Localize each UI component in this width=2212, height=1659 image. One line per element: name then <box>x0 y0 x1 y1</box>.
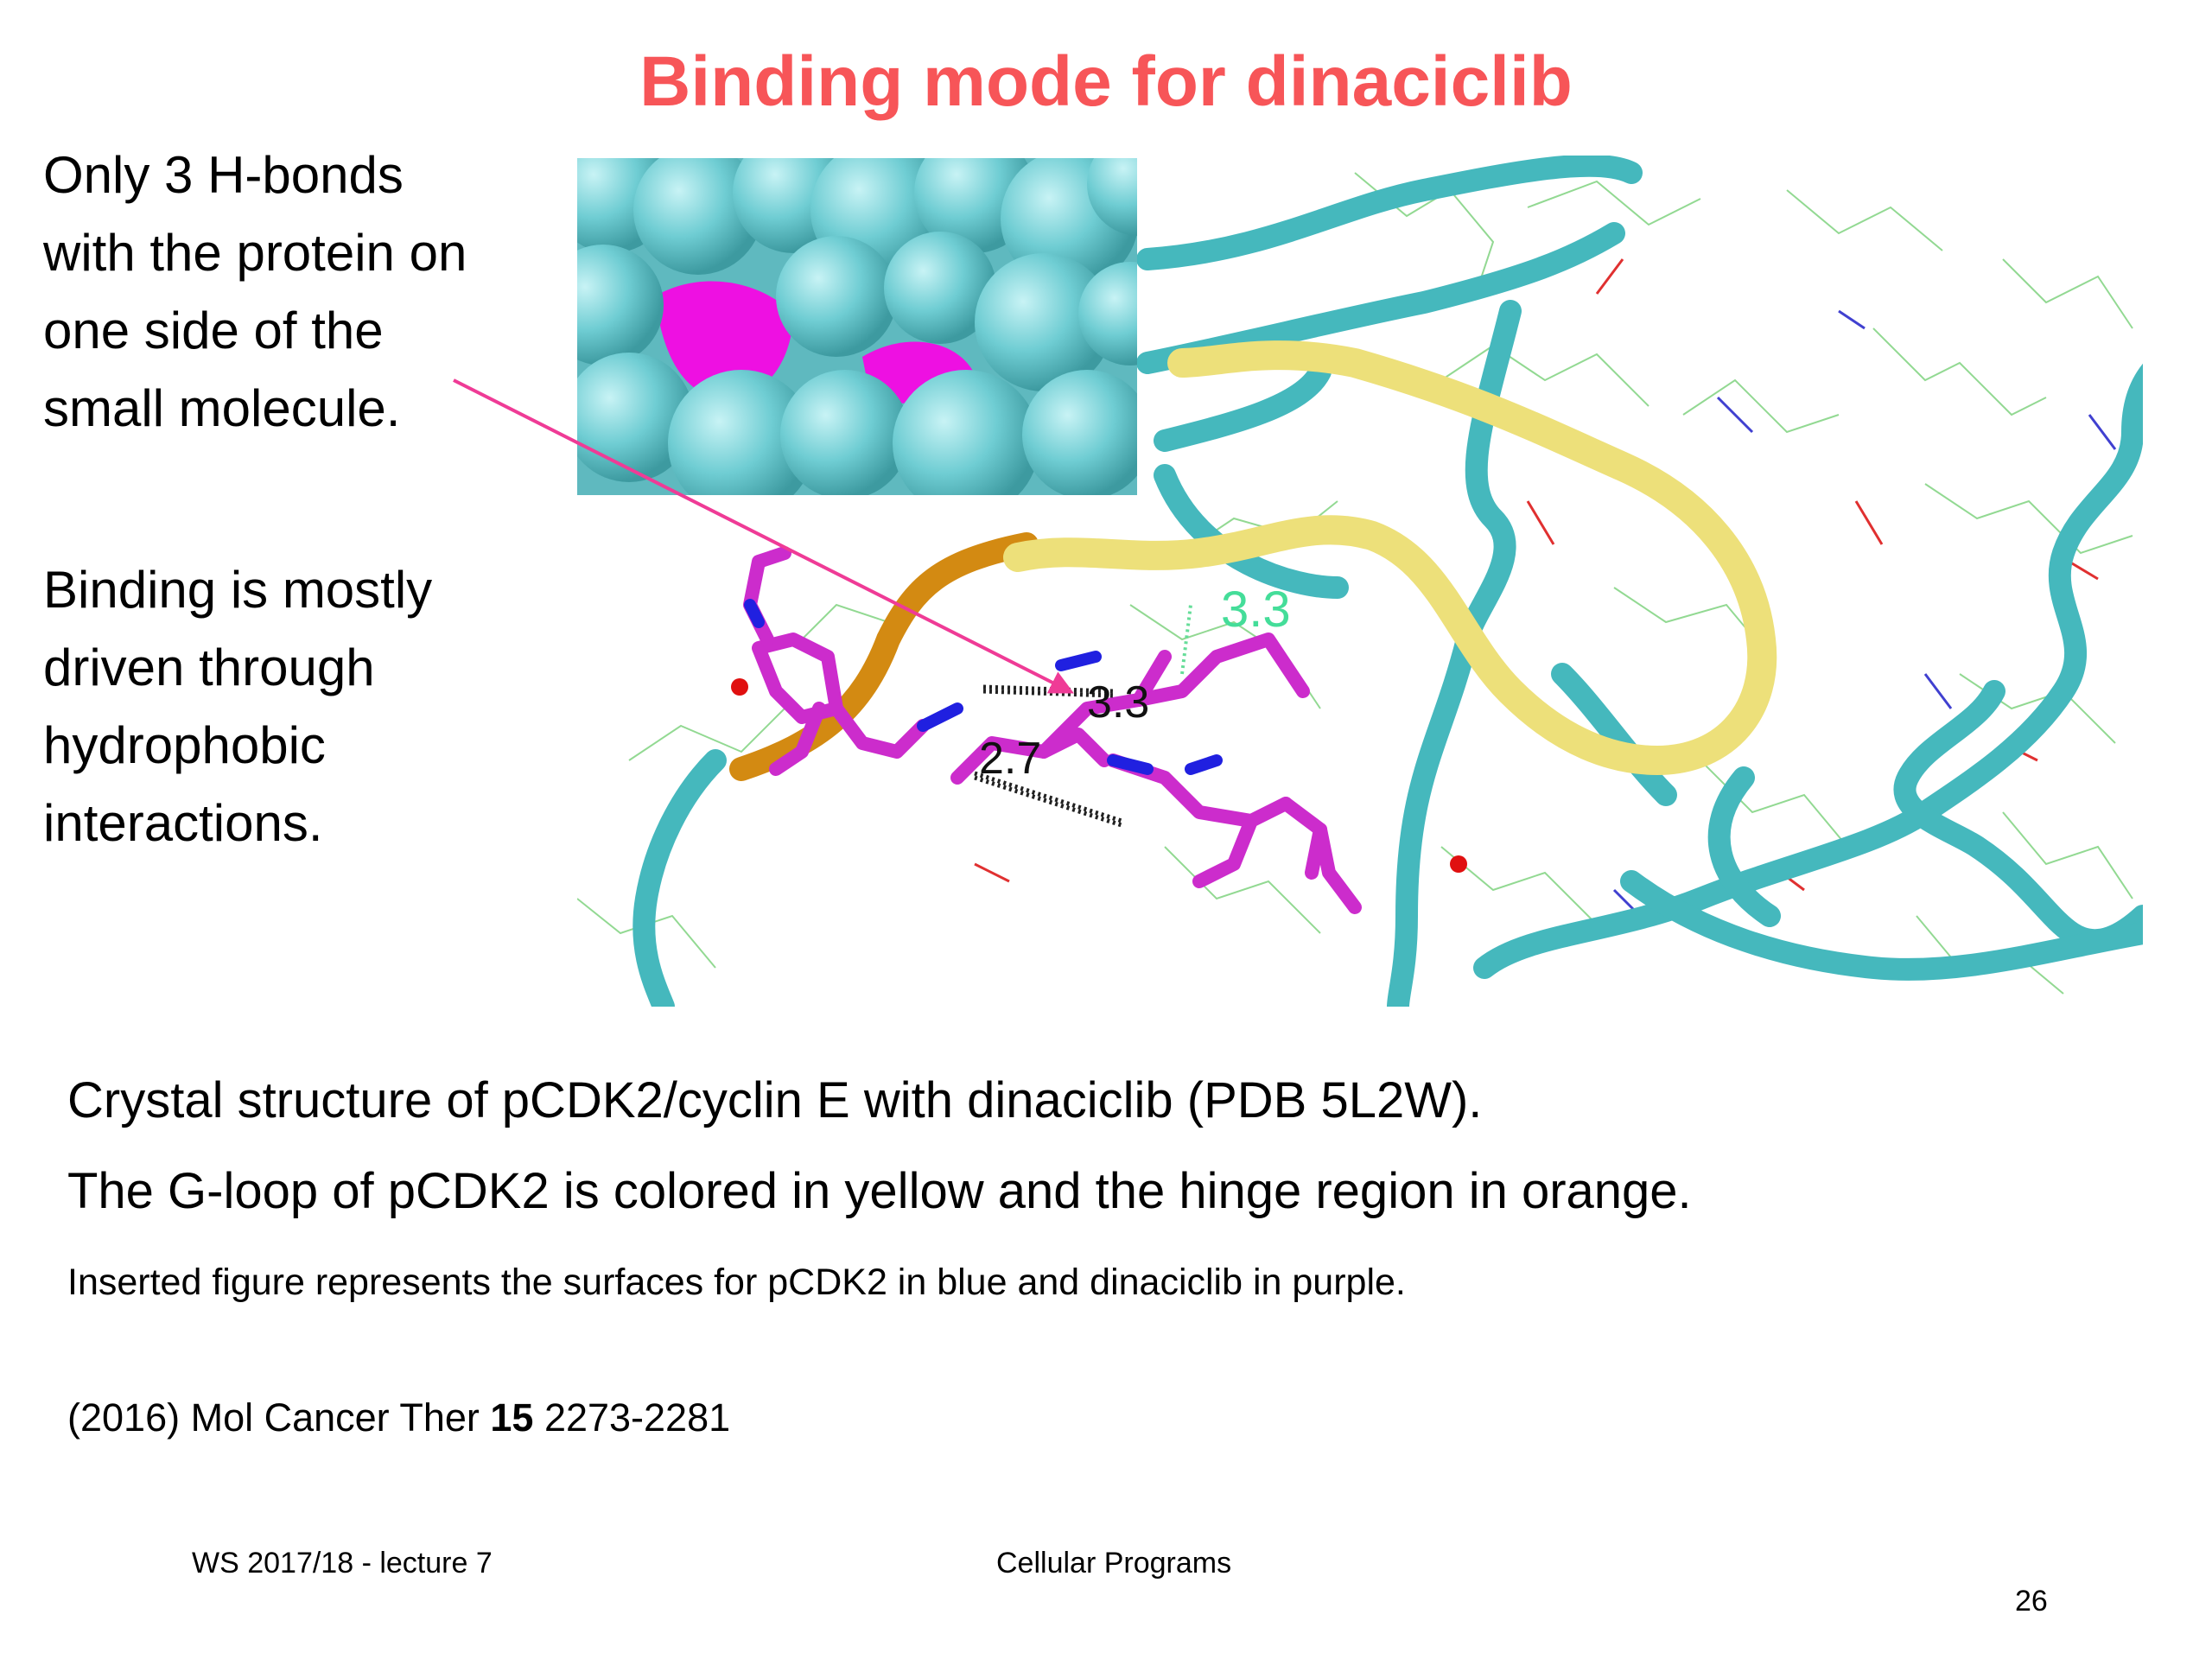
ligand-oxygen <box>731 678 748 696</box>
page-number: 26 <box>2015 1585 2048 1618</box>
surface-inset-image <box>577 158 1137 495</box>
crystal-structure-figure: 3.3 3.3 2.7 <box>577 156 2143 1007</box>
crystal-structure-image: 3.3 3.3 2.7 <box>577 156 2143 1007</box>
slide-title: Binding mode for dinaciclib <box>639 42 1573 121</box>
citation-pages: 2273-2281 <box>533 1395 731 1440</box>
citation: (2016) Mol Cancer Ther 15 2273-2281 <box>67 1395 730 1440</box>
hydrophobic-note-line: hydrophobic <box>43 716 326 774</box>
hbond-dashes <box>974 684 1122 828</box>
hydrophobic-note-line: interactions. <box>43 794 323 852</box>
hbond-note-line: with the protein on <box>43 224 467 282</box>
hbond-note-line: Only 3 H-bonds <box>43 146 404 204</box>
footer-title: Cellular Programs <box>996 1547 1232 1580</box>
hbond-label-middle: 3.3 <box>1087 677 1149 728</box>
hbond-note-line: small molecule. <box>43 379 401 437</box>
hbond-label-top: 3.3 <box>1221 582 1291 638</box>
ligand-oxygen <box>1450 855 1467 873</box>
caption-inset: Inserted figure represents the surfaces … <box>67 1262 1406 1303</box>
hbond-note: Only 3 H-bonds with the protein on one s… <box>43 137 467 448</box>
hydrophobic-note-line: Binding is mostly <box>43 561 433 619</box>
hydrophobic-note: Binding is mostly driven through hydroph… <box>43 551 432 862</box>
ligand-surface <box>655 281 793 400</box>
ligand-nitrogens <box>744 599 1223 775</box>
surface-inset-figure <box>577 158 1137 495</box>
caption-structure: Crystal structure of pCDK2/cyclin E with… <box>67 1072 1483 1128</box>
citation-volume: 15 <box>490 1395 534 1440</box>
hydrophobic-note-line: driven through <box>43 639 375 696</box>
hbond-note-line: one side of the <box>43 302 384 359</box>
footer-course: WS 2017/18 - lecture 7 <box>192 1547 493 1580</box>
caption-coloring: The G-loop of pCDK2 is colored in yellow… <box>67 1163 1692 1219</box>
protein-surface <box>577 158 1137 495</box>
citation-prefix: (2016) Mol Cancer Ther <box>67 1395 491 1440</box>
hbond-label-bottom: 2.7 <box>979 734 1041 784</box>
g-loop <box>1003 340 1777 776</box>
nitrogen-bonds <box>1612 309 2117 918</box>
